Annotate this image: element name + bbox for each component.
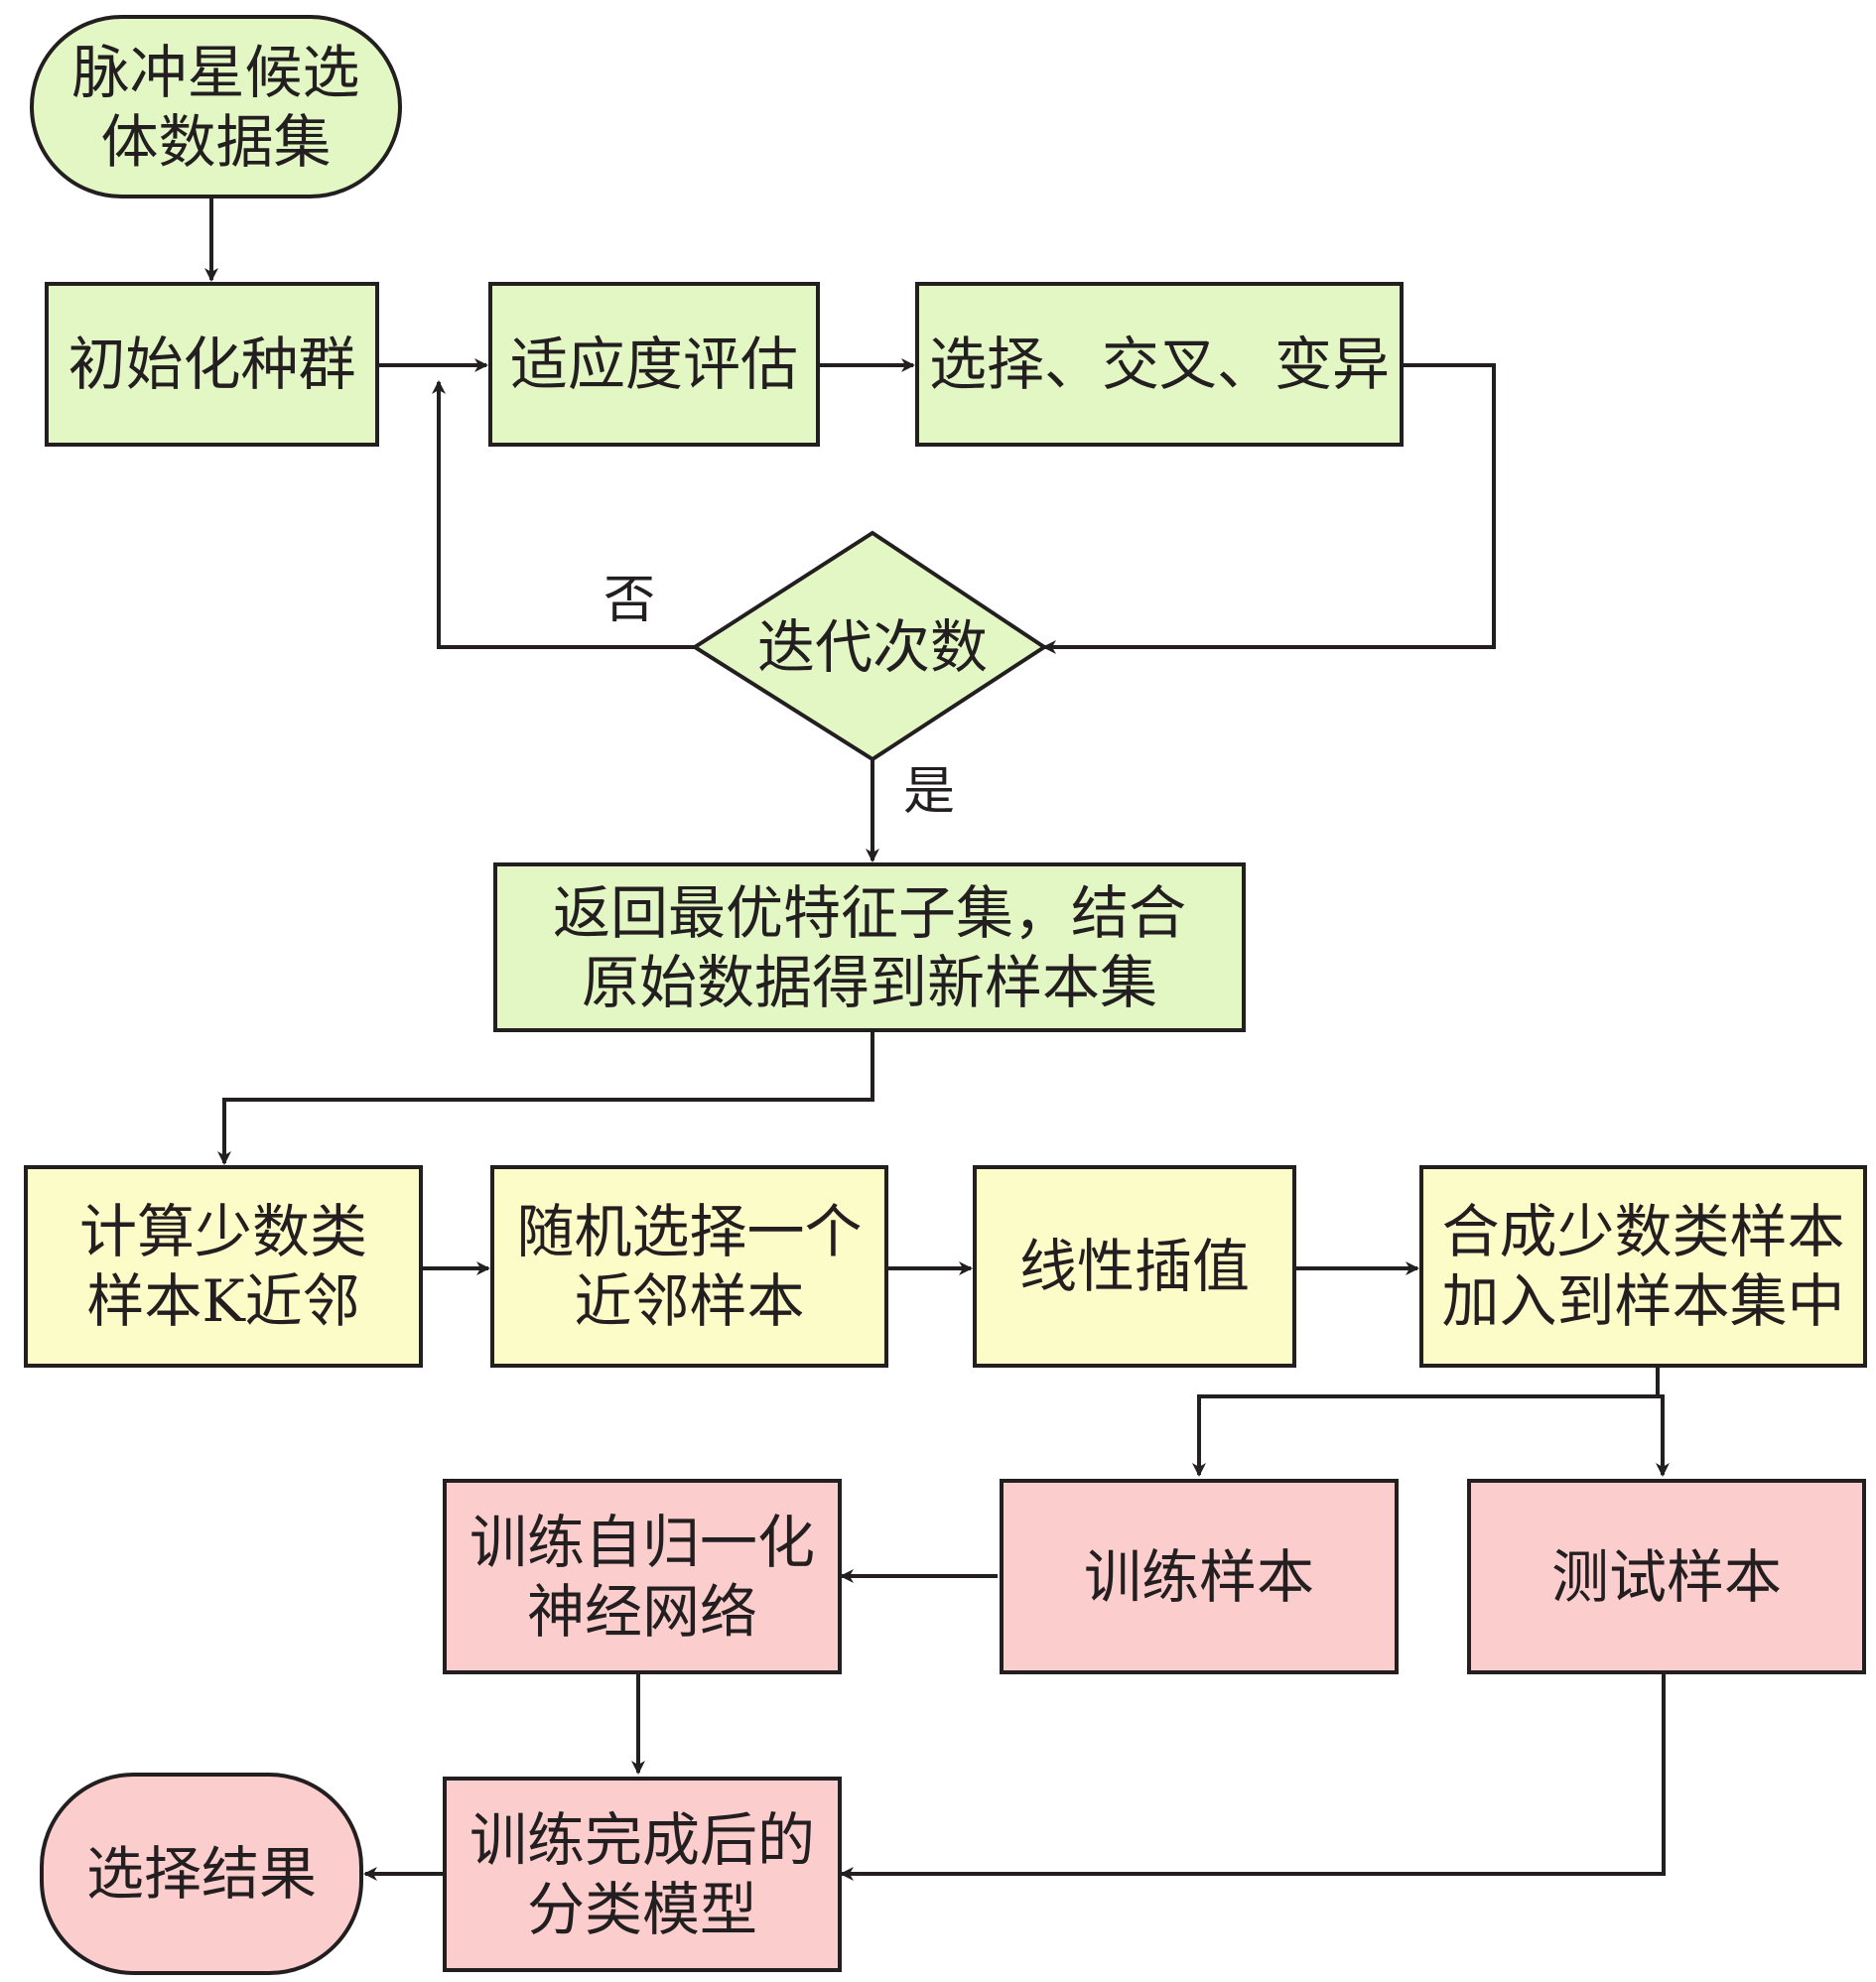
train-snn-line-2: 神经网络 xyxy=(526,1577,757,1646)
edge-label-no: 否 xyxy=(603,571,656,630)
knn-line-1: 计算少数类 xyxy=(78,1198,367,1265)
test-sample-label: 测试样本 xyxy=(1550,1542,1782,1611)
random-neighbor-line-2: 近邻样本 xyxy=(574,1267,805,1335)
interpolation-label: 线性插值 xyxy=(1018,1233,1250,1300)
result-node: 选择结果 xyxy=(40,1773,363,1975)
random-neighbor-node: 随机选择一个 近邻样本 xyxy=(490,1165,888,1368)
synthesize-line-1: 合成少数类样本 xyxy=(1441,1198,1845,1265)
arrow-subset-to-knn xyxy=(217,1032,874,1165)
genetic-ops-label: 选择、交叉、变异 xyxy=(928,330,1390,398)
init-population-node: 初始化种群 xyxy=(45,282,379,447)
trained-model-line-1: 训练完成后的 xyxy=(469,1805,815,1874)
dataset-node: 脉冲星候选 体数据集 xyxy=(30,15,402,198)
arrow-test-to-model xyxy=(840,1674,1666,1881)
best-subset-node: 返回最优特征子集，结合 原始数据得到新样本集 xyxy=(493,862,1246,1032)
synthesize-node: 合成少数类样本 加入到样本集中 xyxy=(1419,1165,1867,1368)
test-sample-node: 测试样本 xyxy=(1467,1479,1866,1674)
knn-node: 计算少数类 样本K近邻 xyxy=(24,1165,423,1368)
random-neighbor-line-1: 随机选择一个 xyxy=(516,1198,863,1265)
iteration-decision-diamond xyxy=(691,530,1048,762)
arrow-genetic-to-iter xyxy=(1042,363,1496,654)
train-sample-label: 训练样本 xyxy=(1083,1542,1314,1611)
best-subset-line-1: 返回最优特征子集，结合 xyxy=(552,878,1186,947)
interpolation-node: 线性插值 xyxy=(973,1165,1296,1368)
genetic-ops-node: 选择、交叉、变异 xyxy=(915,282,1404,447)
train-snn-line-1: 训练自归一化 xyxy=(469,1508,815,1576)
dataset-line-1: 脉冲星候选 xyxy=(71,38,360,106)
fitness-label: 适应度评估 xyxy=(509,330,798,398)
arrow-iter-no-loop xyxy=(432,380,695,649)
synthesize-line-2: 加入到样本集中 xyxy=(1441,1267,1845,1335)
iteration-label: 迭代次数 xyxy=(756,613,988,681)
best-subset-line-2: 原始数据得到新样本集 xyxy=(581,948,1157,1016)
train-sample-node: 训练样本 xyxy=(1000,1479,1399,1674)
init-population-label: 初始化种群 xyxy=(67,330,356,398)
trained-model-node: 训练完成后的 分类模型 xyxy=(443,1777,842,1972)
edge-label-yes: 是 xyxy=(903,762,956,822)
fitness-node: 适应度评估 xyxy=(488,282,820,447)
result-label: 选择结果 xyxy=(85,1840,317,1908)
arrow-synth-to-test xyxy=(1656,1394,1670,1477)
dataset-line-2: 体数据集 xyxy=(100,107,332,176)
train-snn-node: 训练自归一化 神经网络 xyxy=(443,1479,842,1674)
arrow-synth-to-train xyxy=(1192,1366,1660,1477)
trained-model-line-2: 分类模型 xyxy=(526,1875,757,1943)
knn-line-2: 样本K近邻 xyxy=(86,1267,360,1335)
